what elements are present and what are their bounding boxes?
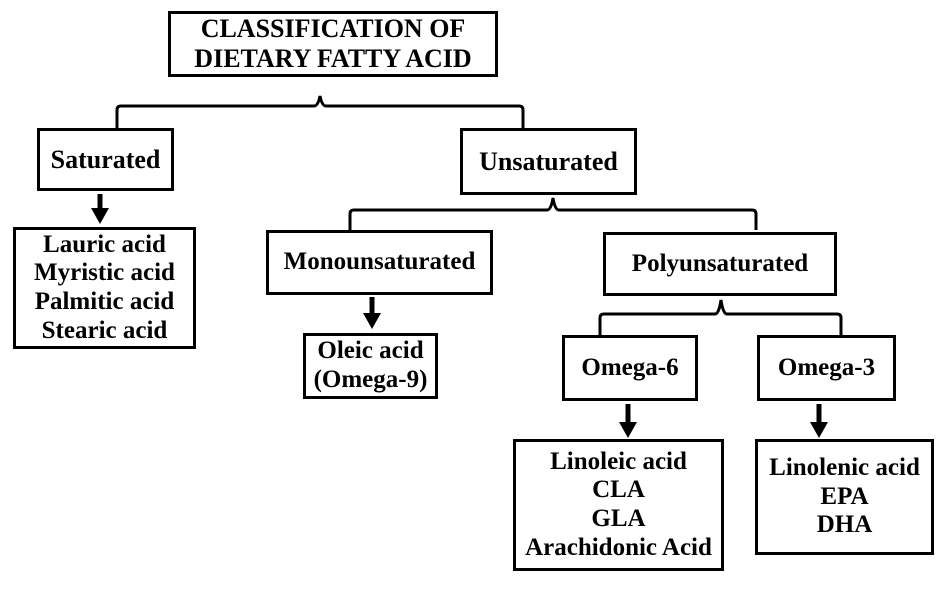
brace-unsaturated (348, 197, 758, 230)
list-item: Arachidonic Acid (525, 533, 712, 561)
saturated-list-box: Lauric acid Myristic acid Palmitic acid … (13, 227, 196, 349)
omega-3-box: Omega-3 (757, 335, 896, 401)
list-item: Linolenic acid (769, 453, 920, 481)
saturated-box: Saturated (37, 128, 174, 191)
arrow-saturated-head (91, 208, 109, 224)
list-item: Linoleic acid (550, 447, 687, 475)
arrow-omega6-head (619, 422, 637, 438)
monounsaturated-label: Monounsaturated (283, 248, 476, 276)
omega-6-list-box: Linoleic acid CLA GLA Arachidonic Acid (513, 439, 724, 571)
title-line-2: DIETARY FATTY ACID (194, 44, 472, 73)
list-item: Palmitic acid (34, 288, 175, 315)
monounsaturated-box: Monounsaturated (266, 230, 493, 295)
omega-6-box: Omega-6 (562, 335, 698, 401)
arrow-mono-head (363, 313, 381, 329)
title-box: CLASSIFICATION OF DIETARY FATTY ACID (168, 11, 498, 77)
list-item: Myristic acid (34, 259, 175, 287)
brace-polyunsaturated (598, 299, 843, 335)
omega-6-label: Omega-6 (581, 353, 679, 381)
unsaturated-box: Unsaturated (460, 128, 637, 195)
list-item: Lauric acid (43, 230, 166, 258)
polyunsaturated-label: Polyunsaturated (631, 249, 809, 277)
unsaturated-label: Unsaturated (479, 146, 618, 176)
polyunsaturated-box: Polyunsaturated (603, 232, 837, 296)
title-line-1: CLASSIFICATION OF (200, 14, 466, 44)
omega-3-list-box: Linolenic acid EPA DHA (755, 439, 934, 555)
list-item: EPA (820, 482, 869, 510)
omega-3-label: Omega-3 (777, 353, 876, 381)
list-item: (Omega-9) (313, 366, 428, 393)
arrow-omega3-head (810, 422, 828, 438)
list-item: CLA (592, 476, 645, 504)
saturated-label: Saturated (50, 144, 161, 174)
oleic-acid-box: Oleic acid (Omega-9) (303, 333, 438, 399)
brace-title (115, 95, 525, 128)
list-item: GLA (591, 505, 646, 532)
list-item: Stearic acid (41, 316, 168, 344)
list-item: DHA (816, 511, 873, 539)
list-item: Oleic acid (317, 337, 424, 365)
